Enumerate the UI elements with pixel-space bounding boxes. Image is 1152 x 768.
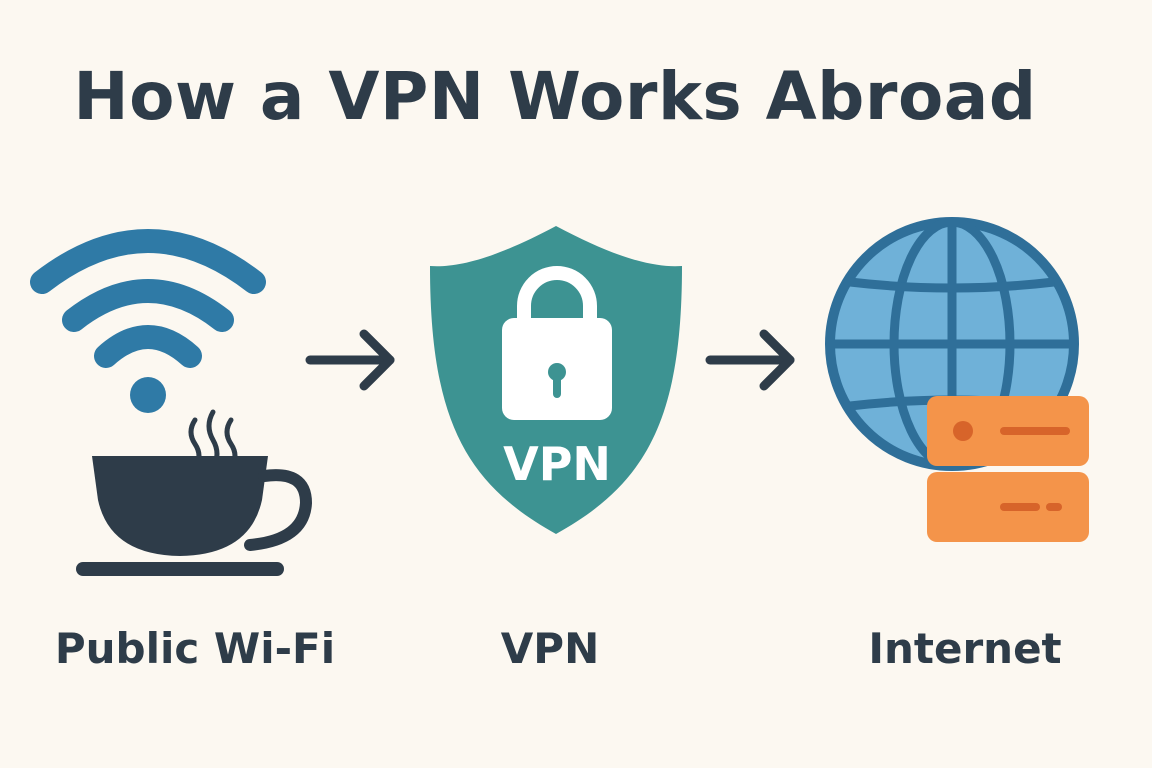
arrow-right-icon (305, 329, 395, 391)
arrow-right-icon (705, 329, 795, 391)
shield-badge-text: VPN (503, 437, 611, 491)
padlock-icon (502, 266, 612, 420)
node-label-internet: Internet (868, 624, 1062, 673)
node-label-public-wifi: Public Wi-Fi (54, 624, 336, 673)
coffee-cup-icon (76, 409, 313, 576)
wifi-icon (30, 229, 266, 413)
node-label-vpn: VPN (500, 624, 600, 673)
diagram-title: How a VPN Works Abroad (73, 58, 1037, 135)
server-icon (927, 396, 1089, 542)
